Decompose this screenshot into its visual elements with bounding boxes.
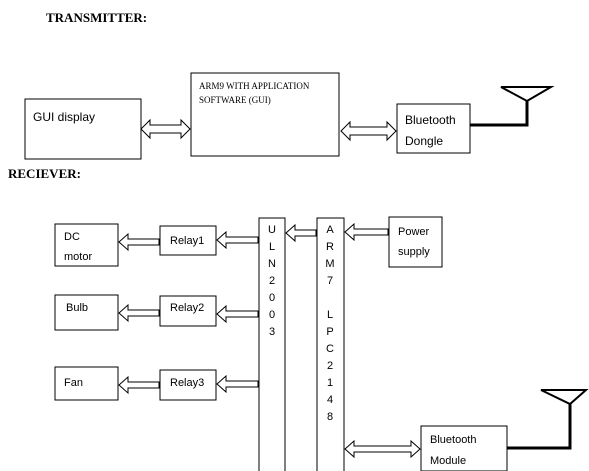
dc-motor-line2: motor xyxy=(64,251,92,263)
relay3-box xyxy=(159,369,217,401)
fan-box xyxy=(54,366,119,401)
uln2003-label: ULN 2 0 0 3 xyxy=(268,224,276,338)
dc-motor-line1: DC xyxy=(64,231,80,243)
gui-display-block: GUI display xyxy=(24,98,142,160)
arm9-box xyxy=(190,72,340,157)
arm7-uln-arrow xyxy=(285,223,317,243)
relay1-box xyxy=(159,225,217,256)
relay3-label: Relay3 xyxy=(170,377,204,389)
power-supply-line2: supply xyxy=(398,246,430,258)
arm7-lpc2148-char: 1 xyxy=(327,377,333,389)
relay1-label: Relay1 xyxy=(170,235,204,247)
relay2-label: Relay2 xyxy=(170,302,204,314)
uln-relay1-arrow xyxy=(216,230,259,250)
bluetooth-dongle-line2: Dongle xyxy=(405,134,443,148)
arm9-dongle-double-arrow xyxy=(340,120,397,142)
relay2-bulb-arrow xyxy=(118,303,160,323)
bluetooth-dongle-block: Bluetooth Dongle xyxy=(396,103,471,154)
arm7-lpc2148-box xyxy=(316,217,345,471)
relay3-block: Relay3 xyxy=(159,369,217,401)
bluetooth-dongle-box xyxy=(396,103,471,154)
uln2003-char: 0 xyxy=(269,309,275,321)
bulb-box xyxy=(54,294,119,331)
arm7-lpc2148-char: 4 xyxy=(327,394,333,406)
bulb-block: Bulb xyxy=(54,294,119,331)
gui-display-box xyxy=(24,98,142,160)
power-arm7-arrow xyxy=(344,222,389,242)
bulb-label: Bulb xyxy=(66,302,88,314)
arm9-block: ARM9 WITH APPLICATION SOFTWARE (GUI) xyxy=(190,72,340,157)
transmitter-antenna-icon xyxy=(470,86,555,127)
gui-arm9-double-arrow xyxy=(140,118,191,140)
arm7-lpc2148-char: P xyxy=(326,326,333,338)
uln2003-char: 3 xyxy=(269,326,275,338)
arm7-module-double-arrow xyxy=(344,439,421,459)
power-supply-block: Power supply xyxy=(388,216,443,268)
arm7-lpc2148-char: 2 xyxy=(327,360,333,372)
arm7-lpc2148-char: C xyxy=(326,343,334,355)
arm9-label-line1: ARM9 WITH APPLICATION xyxy=(199,81,310,91)
dc-motor-block: DC motor xyxy=(54,223,119,267)
receiver-antenna-icon xyxy=(507,389,589,450)
transmitter-heading: TRANSMITTER: xyxy=(46,10,147,25)
uln-relay2-arrow xyxy=(216,304,259,324)
fan-label: Fan xyxy=(64,377,83,389)
arm7-lpc2148-char: R xyxy=(326,241,334,253)
uln-relay3-arrow xyxy=(216,374,259,394)
relay1-motor-arrow xyxy=(118,232,160,252)
arm7-lpc2148-char: 8 xyxy=(327,411,333,423)
power-supply-box xyxy=(388,216,443,268)
bluetooth-dongle-line1: Bluetooth xyxy=(405,113,456,127)
dc-motor-box xyxy=(54,223,119,267)
uln2003-char: L xyxy=(269,241,275,253)
power-supply-line1: Power xyxy=(398,226,430,238)
bluetooth-module-line2: Module xyxy=(430,455,466,467)
relay2-block: Relay2 xyxy=(159,295,217,327)
receiver-heading: RECIEVER: xyxy=(8,166,81,181)
uln2003-char: U xyxy=(268,224,276,236)
uln2003-char: 0 xyxy=(269,292,275,304)
fan-block: Fan xyxy=(54,366,119,401)
relay1-block: Relay1 xyxy=(159,225,217,256)
relay2-box xyxy=(159,295,217,327)
uln2003-box xyxy=(258,217,286,471)
bluetooth-module-block: Bluetooth Module xyxy=(420,425,508,471)
arm7-lpc2148-char: M xyxy=(325,258,334,270)
relay3-fan-arrow xyxy=(118,375,160,395)
arm9-label-line2: SOFTWARE (GUI) xyxy=(199,95,271,105)
bluetooth-module-line1: Bluetooth xyxy=(430,434,476,446)
uln2003-char: 2 xyxy=(269,275,275,287)
arm7-lpc2148-char: A xyxy=(326,224,334,236)
arm7-lpc2148-char: 7 xyxy=(327,275,333,287)
uln2003-char: N xyxy=(268,258,276,270)
arm7-lpc2148-char: L xyxy=(327,309,333,321)
gui-display-label: GUI display xyxy=(33,110,95,124)
uln2003-block: ULN 2 0 0 3 xyxy=(258,217,286,471)
